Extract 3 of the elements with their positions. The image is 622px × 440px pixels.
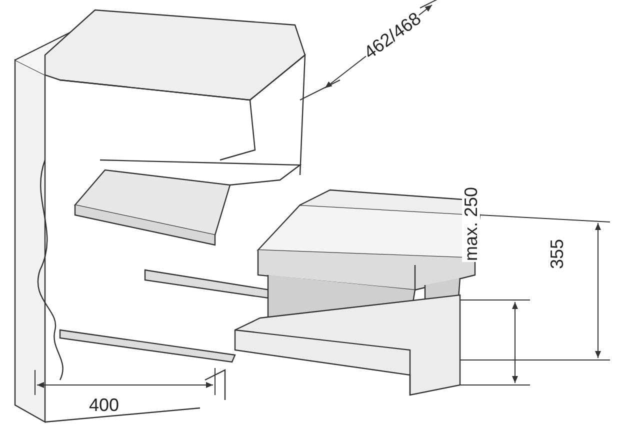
dimension-label: max. 250 [462,186,480,262]
dimension-label: 355 [548,238,566,270]
dimension-label: 400 [88,396,120,414]
